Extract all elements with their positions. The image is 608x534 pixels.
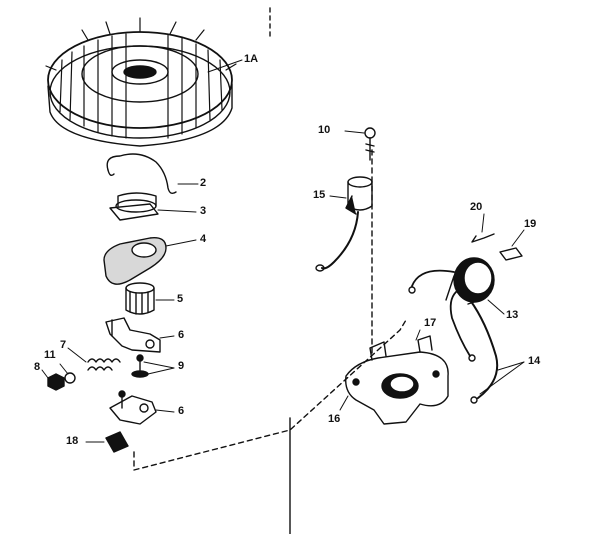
callout-17: 17	[424, 317, 437, 329]
callout-16: 16	[328, 413, 341, 425]
screw-and-washer	[131, 354, 175, 378]
callout-2: 2	[200, 177, 207, 189]
callout-4: 4	[200, 233, 207, 245]
callout-19: 19	[524, 218, 537, 230]
spring-clip	[106, 153, 199, 195]
callout-8: 8	[34, 361, 41, 373]
flywheel	[45, 17, 243, 147]
callout-3: 3	[200, 205, 207, 217]
callout-14: 14	[528, 355, 541, 367]
bracket-upper	[105, 317, 175, 353]
armature-base	[339, 329, 449, 425]
ignition-coil	[408, 257, 505, 362]
gasket-pad	[103, 237, 197, 285]
callout-7: 7	[60, 339, 67, 351]
callout-10: 10	[318, 124, 331, 136]
callout-9: 9	[178, 360, 185, 372]
callout-6-upper: 6	[178, 329, 185, 341]
capacitor	[315, 176, 373, 272]
wire-clip	[471, 213, 495, 243]
callout-1A: 1A	[244, 53, 259, 65]
callout-11: 11	[44, 349, 56, 361]
spring	[67, 347, 121, 371]
screw	[344, 127, 376, 161]
sleeve	[125, 282, 175, 315]
dashed-lead-path	[133, 319, 407, 471]
clip	[85, 431, 129, 453]
callout-20: 20	[470, 201, 483, 213]
callout-18: 18	[66, 435, 79, 447]
tab	[499, 229, 525, 261]
callout-15: 15	[313, 189, 326, 201]
callout-13: 13	[506, 309, 519, 321]
nut-and-washer	[41, 363, 76, 391]
mounting-plate	[109, 390, 175, 425]
callout-5: 5	[177, 293, 184, 305]
lead-wire	[469, 299, 525, 404]
callout-6-lower: 6	[178, 405, 185, 417]
cup-part	[109, 192, 197, 221]
